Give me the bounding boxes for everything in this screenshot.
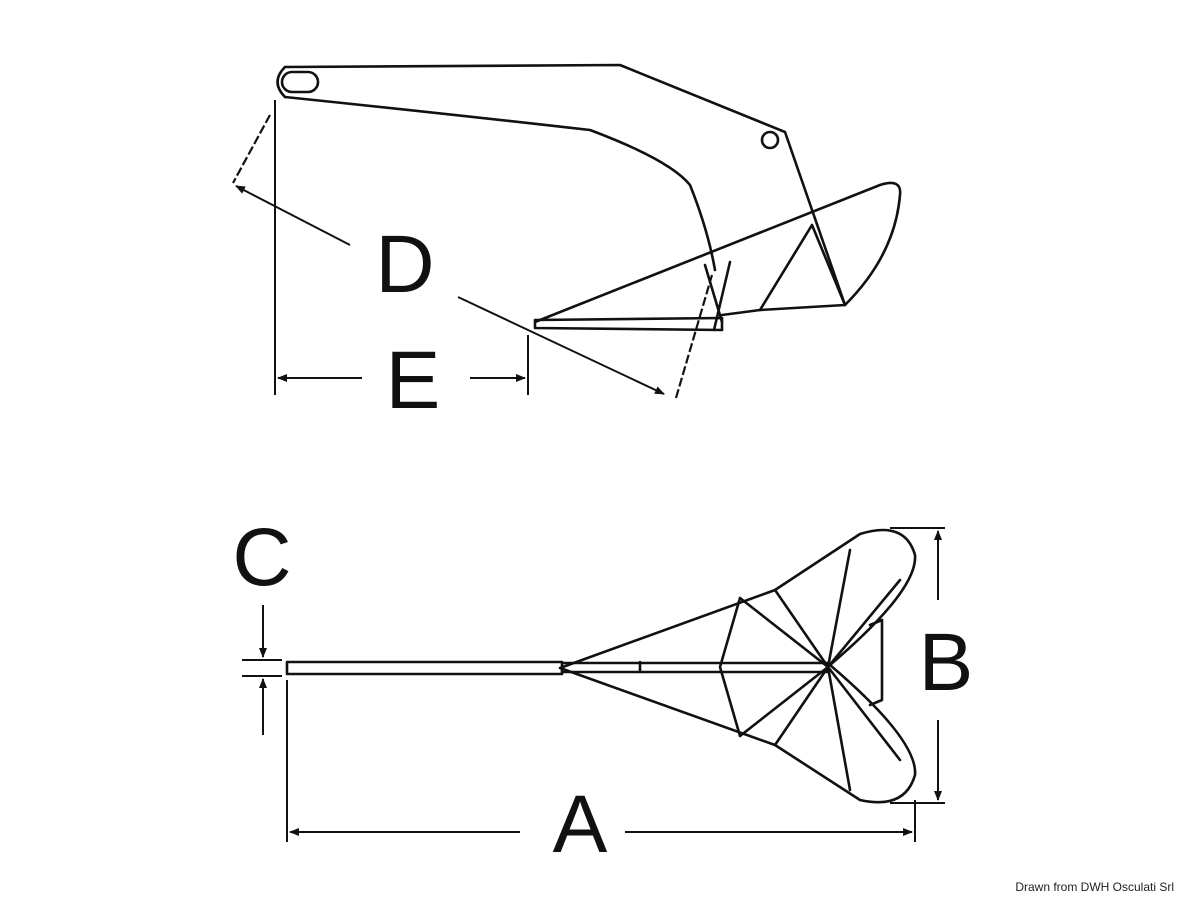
shank-hole [760,130,780,150]
fluke-ribs [703,223,847,332]
dimension-a: A [286,680,916,870]
dimension-b: B [890,527,974,804]
label-e: E [386,335,441,426]
shackle-slot [280,70,320,94]
shank-outline [283,63,847,307]
shank-end [276,65,287,99]
dimension-e: E [274,100,529,426]
side-bar [533,316,724,332]
fluke-top-ribs [638,548,902,792]
shank-bar [285,660,564,676]
stock-stub [868,618,884,707]
fluke-outline [533,181,902,324]
dimension-d: D [232,114,714,399]
label-a: A [553,779,608,870]
anchor-top-view [285,528,917,804]
dimension-c: C [232,512,292,735]
center-bar [560,661,830,674]
credit-caption: Drawn from DWH Osculati Srl [1015,880,1174,894]
anchor-side-view [276,63,902,332]
label-c: C [232,512,291,603]
fluke-top-outline [558,528,917,804]
label-b: B [919,617,974,708]
label-d: D [375,219,434,310]
